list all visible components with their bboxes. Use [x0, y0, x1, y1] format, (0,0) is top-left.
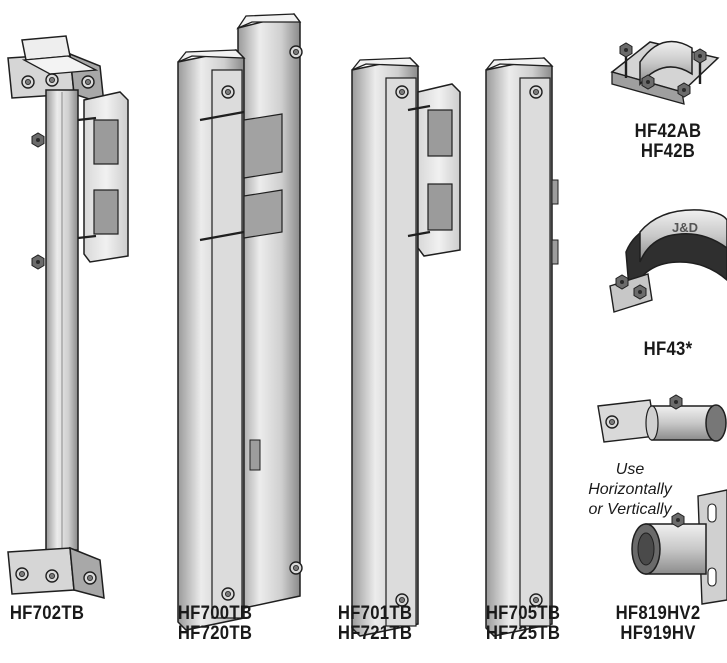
label-hf702: HF702TB — [7, 604, 86, 624]
label-hf700: HF700TB HF720TB — [167, 604, 264, 644]
label-hf819: HF819HV2 HF919HV — [600, 604, 716, 644]
label-hf700tb: HF700TB — [177, 603, 253, 624]
hf705tb-bracket — [485, 57, 559, 637]
note-line-1: Use — [615, 461, 645, 478]
clamp-stamp-text: J&D — [672, 220, 698, 235]
label-hf701tb: HF701TB — [337, 603, 413, 624]
label-hf705: HF705TB HF725TB — [475, 604, 572, 644]
hf700tb-bracket — [177, 13, 303, 631]
label-hf43: HF43* — [624, 340, 712, 360]
hf702tb-bracket — [7, 35, 129, 600]
label-hf721tb: HF721TB — [337, 623, 413, 644]
hf819-pipe-mount-lower — [631, 489, 727, 605]
label-hf702tb: HF702TB — [9, 603, 85, 624]
label-hf701: HF701TB HF721TB — [327, 604, 424, 644]
label-hf720tb: HF720TB — [177, 623, 253, 644]
label-hf725tb: HF725TB — [485, 623, 561, 644]
label-hf42b: HF42B — [640, 141, 696, 162]
note-line-2: Horizontally — [588, 481, 672, 498]
label-hf705tb: HF705TB — [485, 603, 561, 624]
note-line-3: or Vertically — [588, 501, 672, 518]
label-hf42ab: HF42AB — [634, 121, 702, 142]
label-hf919hv: HF919HV — [620, 623, 696, 644]
hf43-clamp: J&D — [609, 209, 727, 313]
label-hf819hv2: HF819HV2 — [615, 603, 701, 624]
hf819-pipe-mount-upper — [597, 394, 727, 443]
label-hf42: HF42AB HF42B — [624, 122, 712, 162]
label-hf43: HF43* — [643, 339, 693, 360]
orientation-note: Use Horizontally or Vertically — [574, 460, 686, 520]
hf42-clamp — [610, 40, 720, 105]
hf701tb-bracket — [351, 57, 461, 637]
